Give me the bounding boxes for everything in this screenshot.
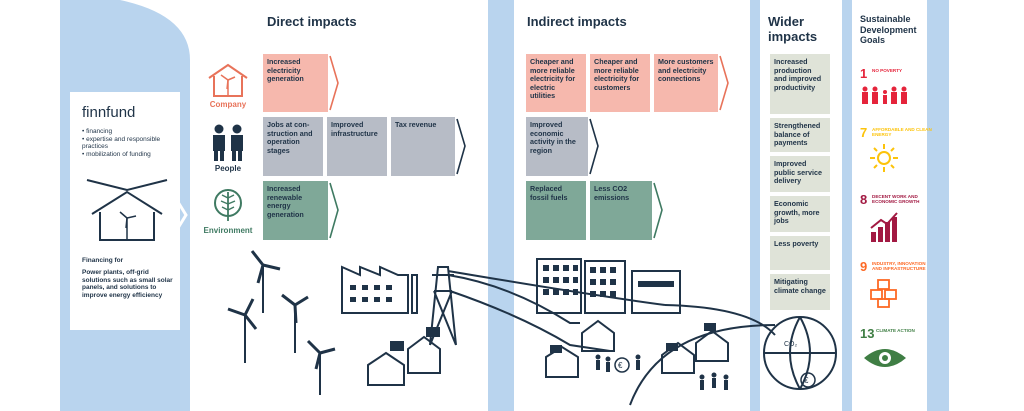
finnfund-list-item: • expertise and responsible practices (82, 135, 161, 151)
direct-impacts-title: Direct impacts (267, 14, 357, 29)
wider-impact-box: Mitigating climate change (770, 274, 830, 310)
wind-turbine-icon (281, 293, 309, 353)
leaf-icon (214, 189, 242, 221)
indirect-environment-box: Replaced fossil fuels (526, 181, 586, 240)
wider-impact-box: Strengthened balance of payments (770, 118, 830, 152)
finnfund-list-item: • mobilization of funding (82, 150, 151, 158)
finnfund-arrow-icon (176, 201, 188, 229)
finnfund-list: • financing • expertise and responsible … (82, 128, 174, 158)
wind-turbine-icon (227, 298, 258, 363)
direct-column (190, 0, 488, 411)
people-icon (213, 124, 243, 161)
chevron-right-icon (653, 182, 663, 239)
wind-turbine-icon (250, 250, 281, 313)
no-poverty-icon (862, 86, 907, 104)
chevron-right-icon (329, 182, 339, 239)
climate-action-eye-icon (864, 349, 906, 367)
direct-people-box: Improved infrastructure (327, 117, 387, 176)
direct-environment-box: Increased renewable energy generation (263, 181, 328, 240)
wind-turbine-icon (306, 339, 336, 395)
wider-impact-box: Less poverty (770, 236, 830, 270)
sdg-number: 7 (860, 125, 868, 140)
company-icon (208, 63, 248, 97)
direct-people-box: Tax revenue (391, 117, 455, 176)
chevron-right-icon (719, 55, 729, 111)
financing-description: Power plants, off-grid solutions such as… (82, 268, 173, 300)
direct-people-box: Jobs at con-struction and operation stag… (263, 117, 323, 176)
wider-impacts-title: Wider impacts (768, 14, 818, 44)
background-right-2 (842, 0, 852, 411)
financing-text: Financing for Power plants, off-grid sol… (82, 257, 176, 300)
sdg-number: 1 (860, 66, 868, 81)
wider-impact-box: Economic growth, more jobs (770, 196, 830, 232)
indirect-company-box: Cheaper and more reliable electricity fo… (526, 54, 586, 112)
sdg-label: AFFORDABLE AND CLEAN ENERGY (872, 127, 932, 138)
sdg-label: CLIMATE ACTION (876, 328, 915, 333)
chevron-right-icon (329, 55, 339, 111)
sdg-number: 13 (860, 326, 875, 341)
indirect-people-box: Improved economic activity in the region (526, 117, 588, 176)
background-middle (488, 0, 514, 411)
co2-label: CO₂ (784, 341, 798, 348)
direct-company-box: Increased electricity generation (263, 54, 328, 112)
clean-energy-icon (870, 144, 898, 172)
economic-growth-icon (870, 212, 898, 242)
sdg-label: DECENT WORK AND ECONOMIC GROWTH (872, 194, 920, 205)
chevron-right-icon (589, 118, 599, 175)
background-right (750, 0, 760, 411)
chevron-right-icon (456, 118, 466, 175)
indirect-company-box: More customers and electricity connectio… (654, 54, 718, 112)
indirect-company-box: Cheaper and more reliable electricity fo… (590, 54, 650, 112)
finnfund-list-item: • financing (82, 128, 113, 135)
left-curve-shape (0, 0, 190, 411)
indirect-environment-box: Less CO2 emissions (590, 181, 652, 240)
finnfund-logo: finnfund (82, 104, 136, 121)
energy-illustration: CO₂ € € (227, 250, 837, 406)
innovation-cubes-icon (870, 279, 897, 308)
indirect-impacts-title: Indirect impacts (527, 14, 627, 29)
company-label: Company (209, 100, 247, 109)
euro-icon: € (804, 376, 809, 385)
sdg-number: 9 (860, 259, 868, 274)
sdg-label: NO POVERTY (872, 68, 903, 73)
sdg-number: 8 (860, 192, 868, 207)
finnfund-card: finnfund • financing • expertise and res… (70, 92, 180, 330)
sdg-column (852, 0, 927, 411)
euro-icon: € (618, 361, 623, 370)
environment-label: Environment (203, 226, 253, 235)
people-label: People (214, 164, 242, 173)
background-far-right (927, 0, 949, 411)
sdg-title: Sustainable Development Goals (860, 14, 917, 45)
sdg-label: INDUSTRY, INNOVATION AND INFRASTRUCTURE (872, 261, 926, 272)
financing-title: Financing for (82, 257, 124, 264)
financing-house-icon (86, 179, 168, 241)
wider-impact-box: Increased production and improved produc… (770, 54, 830, 114)
wider-impact-box: Improved public service delivery (770, 156, 830, 192)
